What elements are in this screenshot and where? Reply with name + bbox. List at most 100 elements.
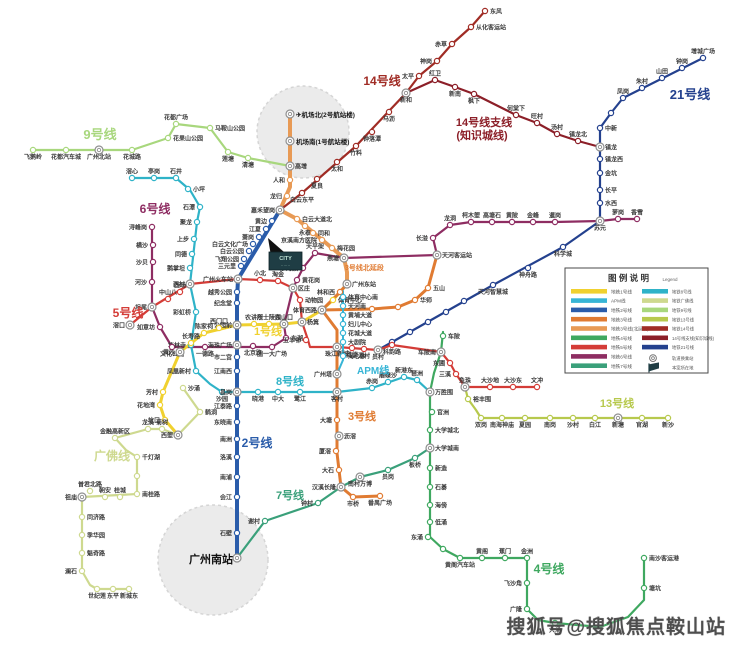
station (546, 414, 554, 422)
station-label: 同和 (318, 229, 330, 237)
station (233, 402, 241, 410)
line-label-line9: 9号线 (83, 127, 116, 142)
legend-label: APM线 (611, 298, 626, 304)
station-label: 同德 (175, 250, 187, 258)
station (164, 295, 172, 303)
station-label: 马鞍山公园 (215, 124, 245, 132)
station-label: 纪念堂 (214, 299, 232, 307)
station-label: 夏园 (518, 421, 531, 429)
station (442, 308, 450, 316)
project-marker-line2: ······· (281, 263, 290, 268)
station (172, 174, 180, 182)
station (508, 218, 516, 226)
station (311, 249, 319, 257)
station-label: 赤岗 (366, 378, 378, 386)
station-label: 文化公园 (159, 350, 184, 358)
interchange-station-inner (438, 349, 444, 355)
line-label-line5: 5号线 (113, 305, 144, 320)
line-path-line9 (31, 122, 292, 168)
line-label-line6: 6号线 (140, 201, 171, 216)
station (128, 174, 136, 182)
interchange-station-inner (79, 494, 85, 500)
station (633, 215, 641, 223)
station-label: 车陂 (448, 332, 460, 340)
station-label: 南村万博 (348, 480, 372, 488)
legend-swatch (642, 316, 668, 322)
interchange-station-inner (338, 484, 344, 490)
station (368, 384, 376, 392)
station-label: 白江 (589, 421, 601, 429)
interchange-station-inner (336, 433, 342, 439)
station (78, 549, 86, 557)
station (186, 264, 194, 272)
station (394, 303, 402, 311)
south-station-area (157, 504, 269, 616)
stations-line6: 浔峰岗横沙沙贝河沙坦尾如意坊文化公园一德路北京路团一大广场东湖黄花岗沙河顶天平架… (129, 209, 643, 359)
interchange-station-inner (427, 445, 433, 451)
station-label: 海傍 (435, 501, 447, 509)
line-label-line1: 1号线 (254, 324, 282, 338)
station (255, 233, 263, 241)
station-label: 三元里 (218, 262, 236, 270)
station-label: 新塘 (612, 421, 624, 429)
station-label: 黄埔大道 (348, 311, 372, 319)
line-label-line4: 4号线 (534, 561, 565, 576)
interchange-station-inner (234, 389, 240, 395)
station (111, 434, 119, 442)
station (329, 296, 337, 304)
station (426, 464, 434, 472)
interchange-station-inner (149, 304, 155, 310)
legend-swatch (571, 298, 607, 303)
station (159, 388, 167, 396)
interchange-station-inner (597, 144, 603, 150)
station (274, 277, 282, 285)
station-label: 天河智慧城 (478, 288, 508, 296)
station-label: 科韵路 (383, 348, 402, 356)
map-annotation: 3号线北延段 (345, 263, 384, 272)
line-label-line13: 13号线 (600, 396, 634, 410)
station (78, 567, 86, 575)
station (596, 155, 604, 163)
station-label: 汤村 (551, 124, 563, 132)
station-label: 竹料 (349, 149, 362, 157)
station (488, 218, 496, 226)
station-label: 林和西 (317, 288, 335, 296)
station-label: 飞沙角 (504, 579, 522, 587)
station-label: 员岗 (382, 473, 394, 481)
line-label-line7: 7号线 (276, 488, 304, 502)
station-label: 白云东平 (290, 196, 314, 204)
station-label: 五羊邨 (283, 336, 301, 344)
station-label: 大塘 (320, 416, 332, 424)
station-label: 长湴 (416, 234, 428, 242)
station (368, 305, 376, 313)
station-label: 红卫 (429, 70, 441, 78)
station (339, 302, 347, 310)
stations-line13: 裕丰围双岗南海神庙夏园南岗沙村白江新塘官湖新沙 (464, 395, 674, 429)
station-label: 南岗 (544, 421, 556, 429)
station-label: 柯木塱 (462, 212, 480, 220)
station-label: 花都汽车城 (51, 153, 81, 161)
station (486, 383, 494, 391)
station (301, 222, 309, 230)
station-label: 太和 (330, 165, 343, 173)
station (333, 158, 341, 166)
station-label: 体育中心南 (348, 293, 378, 301)
stations-line2: 嘉禾望岗黄边江夏萧岗白云文化广场白云公园飞翔公园三元里广州火车站越秀公园纪念堂公… (203, 205, 285, 563)
station (467, 23, 475, 31)
station-label: 龙溪 (142, 419, 155, 427)
station (172, 120, 180, 128)
station-label: 水西 (605, 199, 617, 207)
station (201, 343, 209, 351)
station-label: 蕉门 (499, 548, 511, 556)
station (206, 124, 214, 132)
station-label: 车陂南 (418, 348, 436, 356)
station-label: 镇龙 (605, 143, 617, 151)
interchange-station-inner (287, 111, 293, 117)
project-flag-icon (649, 362, 659, 372)
station (523, 605, 531, 613)
station-label: 清塘 (242, 161, 254, 169)
station (274, 388, 282, 396)
legend-swatch (571, 326, 607, 331)
interchange-station-inner (334, 389, 340, 395)
